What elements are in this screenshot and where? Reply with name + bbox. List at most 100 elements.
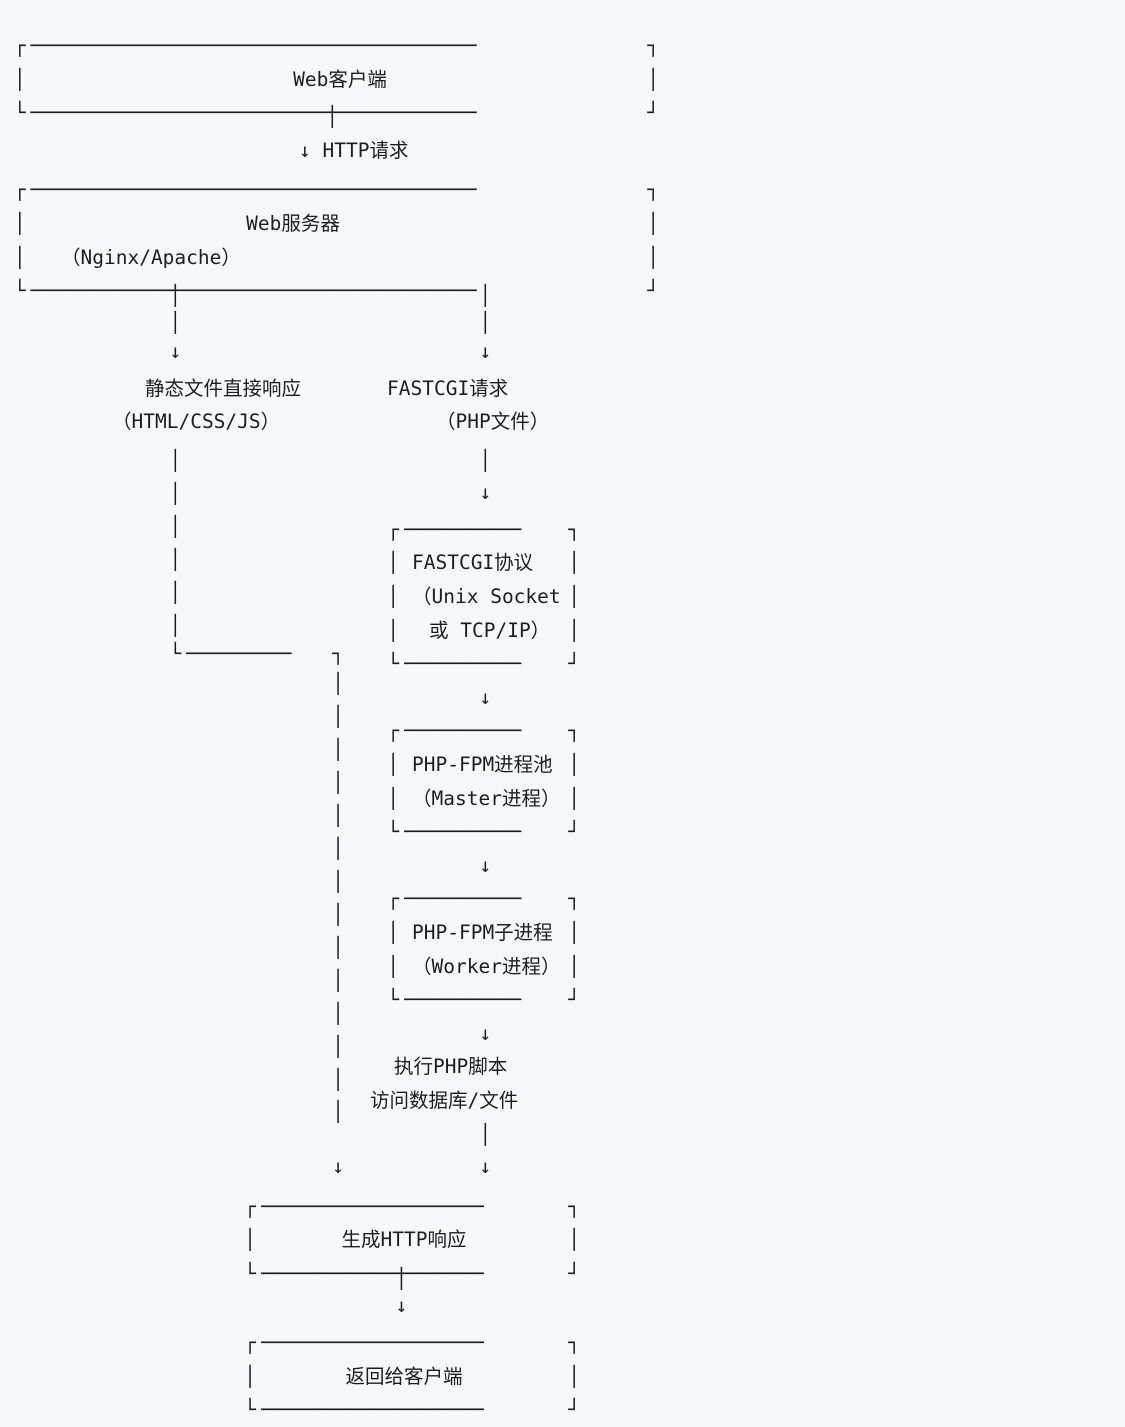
centre-rail-segment: │ <box>332 1100 345 1124</box>
fastcgi-protocol-box-edge-left: │ <box>387 551 400 575</box>
web-server-box-edge-bottom: ────────────────────────────────────── <box>30 279 477 303</box>
static-rail-segment: │ <box>169 613 182 637</box>
web-server-box-edge-left: │ <box>14 212 26 236</box>
php-fpm-pool-box-corner-bl: └ <box>387 820 400 844</box>
return-to-client-box-corner-br: ┘ <box>568 1398 581 1422</box>
web-server-box-edge-right: │ <box>647 212 660 236</box>
static-branch-connector-b: │ <box>169 311 182 335</box>
php-fpm-worker-box-corner-tl: ┌ <box>387 887 400 911</box>
execute-php-label-line1: 执行PHP脚本 <box>392 1050 510 1085</box>
execute-rail-segment: │ <box>479 1122 492 1146</box>
php-fpm-pool-box-edge-top: ────────── <box>403 719 522 743</box>
generate-response-box-corner-br: ┘ <box>568 1262 581 1286</box>
web-client-box-corner-tl: ┌ <box>14 34 26 57</box>
php-fpm-worker-box-edge-right: │ <box>568 921 581 945</box>
static-branch-connector-a: │ <box>169 284 182 308</box>
php-fpm-pool-box-edge-bottom: ────────── <box>403 820 522 844</box>
centre-rail-segment: │ <box>332 771 345 795</box>
generate-response-box-corner-bl: └ <box>244 1262 257 1286</box>
web-client-box-edge-left: │ <box>14 67 26 91</box>
php-fpm-worker-box-corner-tr: ┐ <box>568 887 581 911</box>
centre-rail-segment: │ <box>332 935 345 959</box>
centre-rail-segment: │ <box>332 672 345 696</box>
centre-rail-arrow-down-icon: ↓ <box>332 1154 345 1178</box>
web-client-box-corner-br: ┘ <box>647 101 660 125</box>
php-fpm-pool-label-line1: PHP-FPM进程池 <box>410 748 555 782</box>
static-branch-label-line2: （HTML/CSS/JS） <box>110 405 283 439</box>
php-fpm-pool-box-edge-right: │ <box>568 786 581 810</box>
web-server-box-corner-br: ┘ <box>647 279 660 303</box>
php-fpm-worker-label-line1: PHP-FPM子进程 <box>410 916 555 950</box>
http-request-edge-label: ↓ HTTP请求 <box>297 133 411 168</box>
static-rail-elbow-corner-right: ┐ <box>332 642 345 666</box>
php-fpm-pool-box-corner-tl: ┌ <box>387 719 400 743</box>
return-to-client-box-edge-left: │ <box>244 1364 257 1388</box>
php-fpm-pool-box-corner-tr: ┐ <box>568 719 581 743</box>
generate-response-box-edge-right: │ <box>568 1228 581 1252</box>
php-fpm-pool-box-edge-left: │ <box>387 753 400 777</box>
fastcgi-protocol-label-line3: 或 TCP/IP） <box>427 613 553 648</box>
generate-response-box-corner-tl: ┌ <box>244 1194 257 1218</box>
php-fpm-worker-box-edge-left: │ <box>387 921 400 945</box>
fastcgi-protocol-box-corner-tl: ┌ <box>387 517 400 541</box>
fastcgi-protocol-label-line2: （Unix Socket <box>410 580 563 614</box>
generate-response-label: 生成HTTP响应 <box>339 1223 469 1258</box>
web-client-box-corner-tr: ┐ <box>647 34 660 57</box>
web-server-label-line1: Web服务器 <box>244 207 342 241</box>
centre-rail-segment: │ <box>332 804 345 828</box>
fastcgi-branch-arrow-down-icon: ↓ <box>479 339 492 363</box>
php-fpm-pool-label-line2: （Master进程） <box>410 781 563 816</box>
centre-rail-segment: │ <box>332 902 345 926</box>
centre-rail-segment: │ <box>332 1067 345 1091</box>
web-client-box-edge-bottom: ────────────────────────────────────── <box>30 101 477 125</box>
centre-rail-segment: │ <box>332 869 345 893</box>
static-branch-arrow-down-icon: ↓ <box>169 339 182 363</box>
fastcgi-protocol-box-edge-top: ────────── <box>403 517 522 541</box>
fastcgi-protocol-label-line1: FASTCGI协议 <box>410 546 536 581</box>
fastcgi-protocol-box-edge-right: │ <box>568 551 581 575</box>
centre-rail-segment: │ <box>332 1034 345 1058</box>
php-fpm-pool-arrow-down-icon: ↓ <box>479 853 492 877</box>
return-to-client-label: 返回给客户端 <box>343 1359 465 1394</box>
web-server-box-edge-right: │ <box>647 245 660 269</box>
generate-to-return-connector: │ <box>395 1267 408 1291</box>
return-to-client-box-corner-tl: ┌ <box>244 1330 257 1354</box>
fastcgi-branch-label-line1: FASTCGI请求 <box>385 371 511 406</box>
centre-rail-segment: │ <box>332 738 345 762</box>
web-server-box-edge-top: ────────────────────────────────────── <box>30 178 477 202</box>
fastcgi-protocol-box-edge-right: │ <box>568 585 581 609</box>
generate-response-box-edge-bottom: ─────────────────── <box>260 1262 484 1286</box>
php-fpm-pool-box-edge-right: │ <box>568 753 581 777</box>
generate-to-return-arrow-down-icon: ↓ <box>395 1294 408 1317</box>
web-client-to-server-connector: │ <box>326 105 339 129</box>
centre-rail-segment: │ <box>332 837 345 861</box>
centre-rail-segment: │ <box>332 968 345 992</box>
execute-rail-arrow-down-icon: ↓ <box>479 1154 492 1178</box>
web-client-box-edge-right: │ <box>647 67 660 91</box>
web-client-box-corner-bl: └ <box>14 101 26 125</box>
web-server-box-corner-tr: ┐ <box>647 178 660 202</box>
generate-response-box-corner-tr: ┐ <box>568 1194 581 1218</box>
static-rail-segment: │ <box>169 448 182 472</box>
php-fpm-worker-box-edge-bottom: ────────── <box>403 988 522 1012</box>
execute-php-label-line2: 访问数据库/文件 <box>368 1084 521 1118</box>
return-to-client-box-edge-right: │ <box>568 1364 581 1388</box>
fastcgi-protocol-arrow-down-icon: ↓ <box>479 685 492 709</box>
generate-response-box-edge-top: ─────────────────── <box>260 1194 484 1218</box>
php-fpm-pool-box-corner-br: ┘ <box>568 820 581 844</box>
fastcgi-rail-arrow-down-icon: ↓ <box>479 480 492 504</box>
static-rail-segment: │ <box>169 514 182 538</box>
php-fpm-worker-box-corner-br: ┘ <box>568 988 581 1012</box>
php-fpm-pool-box-edge-left: │ <box>387 786 400 810</box>
web-client-label: Web客户端 <box>291 62 389 97</box>
php-fpm-worker-arrow-down-icon: ↓ <box>479 1021 492 1045</box>
fastcgi-branch-label-line2: （PHP文件） <box>434 405 552 439</box>
return-to-client-box-edge-top: ─────────────────── <box>260 1330 484 1354</box>
static-branch-label-line1: 静态文件直接响应 <box>143 371 304 406</box>
php-fpm-worker-box-edge-left: │ <box>387 954 400 978</box>
web-server-box-edge-left: │ <box>14 245 26 269</box>
return-to-client-box-edge-bottom: ─────────────────── <box>260 1398 484 1422</box>
fastcgi-protocol-box-corner-tr: ┐ <box>568 517 581 541</box>
web-server-box-corner-tl: ┌ <box>14 178 26 202</box>
